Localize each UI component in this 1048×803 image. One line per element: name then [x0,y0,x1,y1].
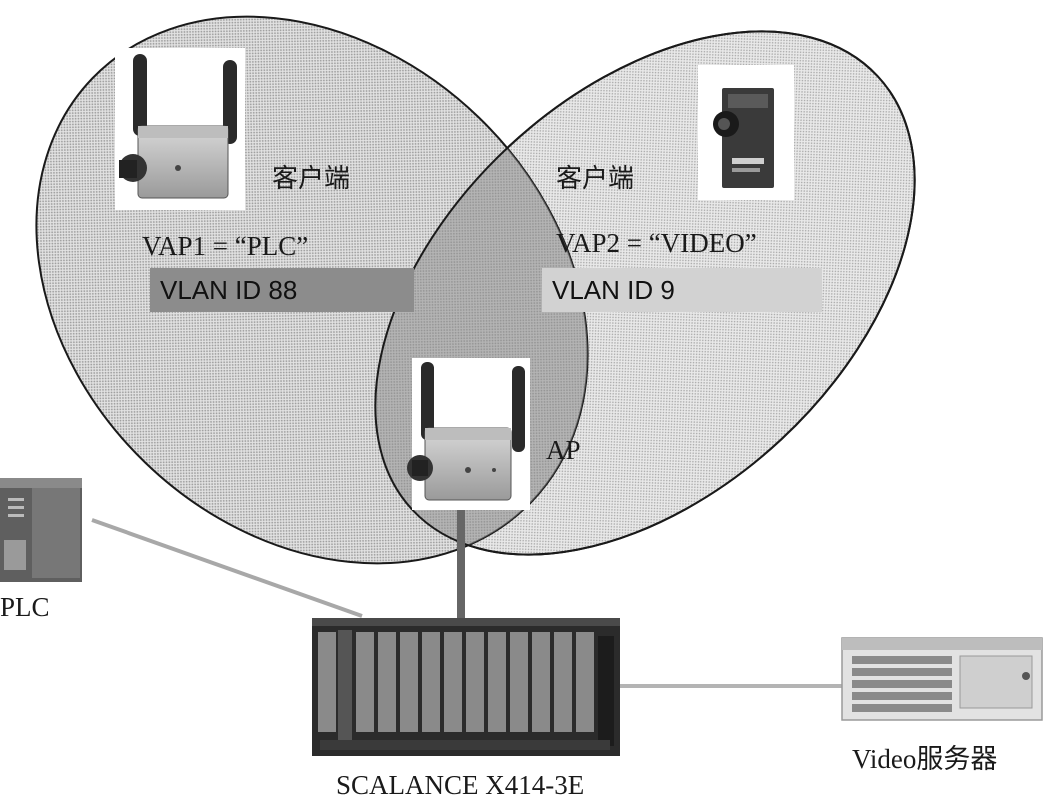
access-point-device-icon [407,358,530,510]
client-left-label: 客户端 [272,164,351,194]
vap2-label: VAP2 = “VIDEO” [556,228,757,258]
client-right-label: 客户端 [556,164,635,194]
server-label: Video服务器 [852,744,998,774]
plc-label: PLC [0,592,50,622]
scalance-switch-icon [312,618,620,756]
client-video-camera-icon [698,65,794,200]
plc-device-icon [0,478,82,582]
vap1-vlan-bar: VLAN ID 88 [150,268,414,312]
client-plc-device-icon [115,48,245,210]
plc-to-switch-link [91,518,363,618]
switch-label: SCALANCE X414-3E [336,770,585,800]
video-server-icon [841,637,1043,721]
vap2-vlan-bar: VLAN ID 9 [542,268,822,312]
vap1-label: VAP1 = “PLC” [142,231,309,261]
ap-label: AP [546,435,581,465]
